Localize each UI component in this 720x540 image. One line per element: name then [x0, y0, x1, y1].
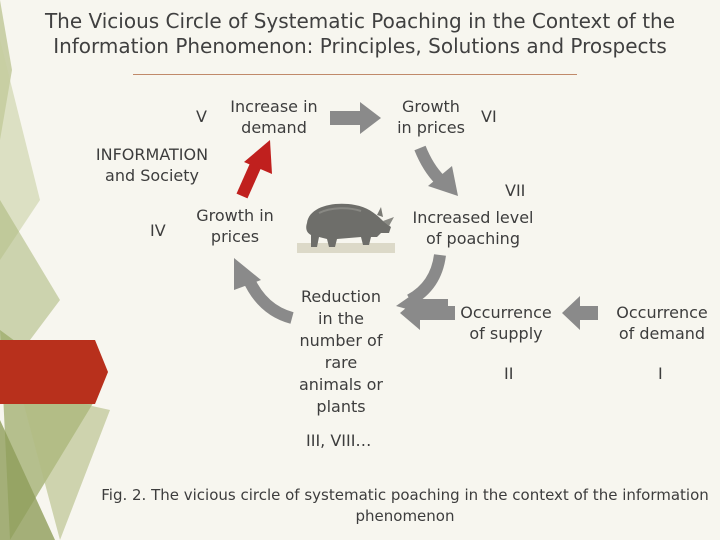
node-line: rare: [291, 352, 391, 374]
node-reduction: Reduction in the number of rare animals …: [291, 286, 391, 418]
numeral-vii: VII: [505, 180, 525, 201]
arrow-demand-to-prices: [330, 102, 381, 134]
node-line: demand: [224, 117, 324, 138]
numeral-ii: II: [504, 363, 513, 384]
numeral-iv: IV: [150, 220, 166, 241]
node-occurrence-of-supply: Occurrence of supply: [450, 302, 562, 344]
node-line: in the: [291, 308, 391, 330]
node-line: Occurrence: [450, 302, 562, 323]
node-line: animals or: [291, 374, 391, 396]
node-occurrence-of-demand: Occurrence of demand: [606, 302, 718, 344]
node-increased-poaching: Increased level of poaching: [403, 207, 543, 249]
rhino-icon: [297, 193, 395, 253]
node-line: prices: [190, 226, 280, 247]
node-line: of supply: [450, 323, 562, 344]
node-line: INFORMATION: [88, 144, 216, 165]
node-increase-in-demand: Increase in demand: [224, 96, 324, 138]
node-line: of demand: [606, 323, 718, 344]
arrow-prices-to-poaching: [420, 148, 458, 196]
numeral-v: V: [196, 106, 207, 127]
node-line: Increase in: [224, 96, 324, 117]
slide-title: The Vicious Circle of Systematic Poachin…: [10, 9, 710, 59]
node-line: plants: [291, 396, 391, 418]
node-line: number of: [291, 330, 391, 352]
node-line: Growth: [391, 96, 471, 117]
arrow-information-to-demand: [242, 140, 272, 196]
node-line: Increased level: [403, 207, 543, 228]
node-line: of poaching: [403, 228, 543, 249]
figure-caption: Fig. 2. The vicious circle of systematic…: [100, 485, 710, 527]
node-line: in prices: [391, 117, 471, 138]
title-divider: [133, 74, 577, 75]
node-information-society: INFORMATION and Society: [88, 144, 216, 186]
numeral-vi: VI: [481, 106, 497, 127]
node-growth-in-prices-top: Growth in prices: [391, 96, 471, 138]
node-growth-in-prices-left: Growth in prices: [190, 205, 280, 247]
node-line: Occurrence: [606, 302, 718, 323]
arrow-reduction-to-prices: [234, 258, 292, 318]
numeral-iii-viii: III, VIII…: [306, 430, 371, 451]
arrow-demand-to-supply: [562, 296, 598, 330]
node-line: and Society: [88, 165, 216, 186]
node-line: Growth in: [190, 205, 280, 226]
node-line: Reduction: [291, 286, 391, 308]
numeral-i: I: [658, 363, 663, 384]
